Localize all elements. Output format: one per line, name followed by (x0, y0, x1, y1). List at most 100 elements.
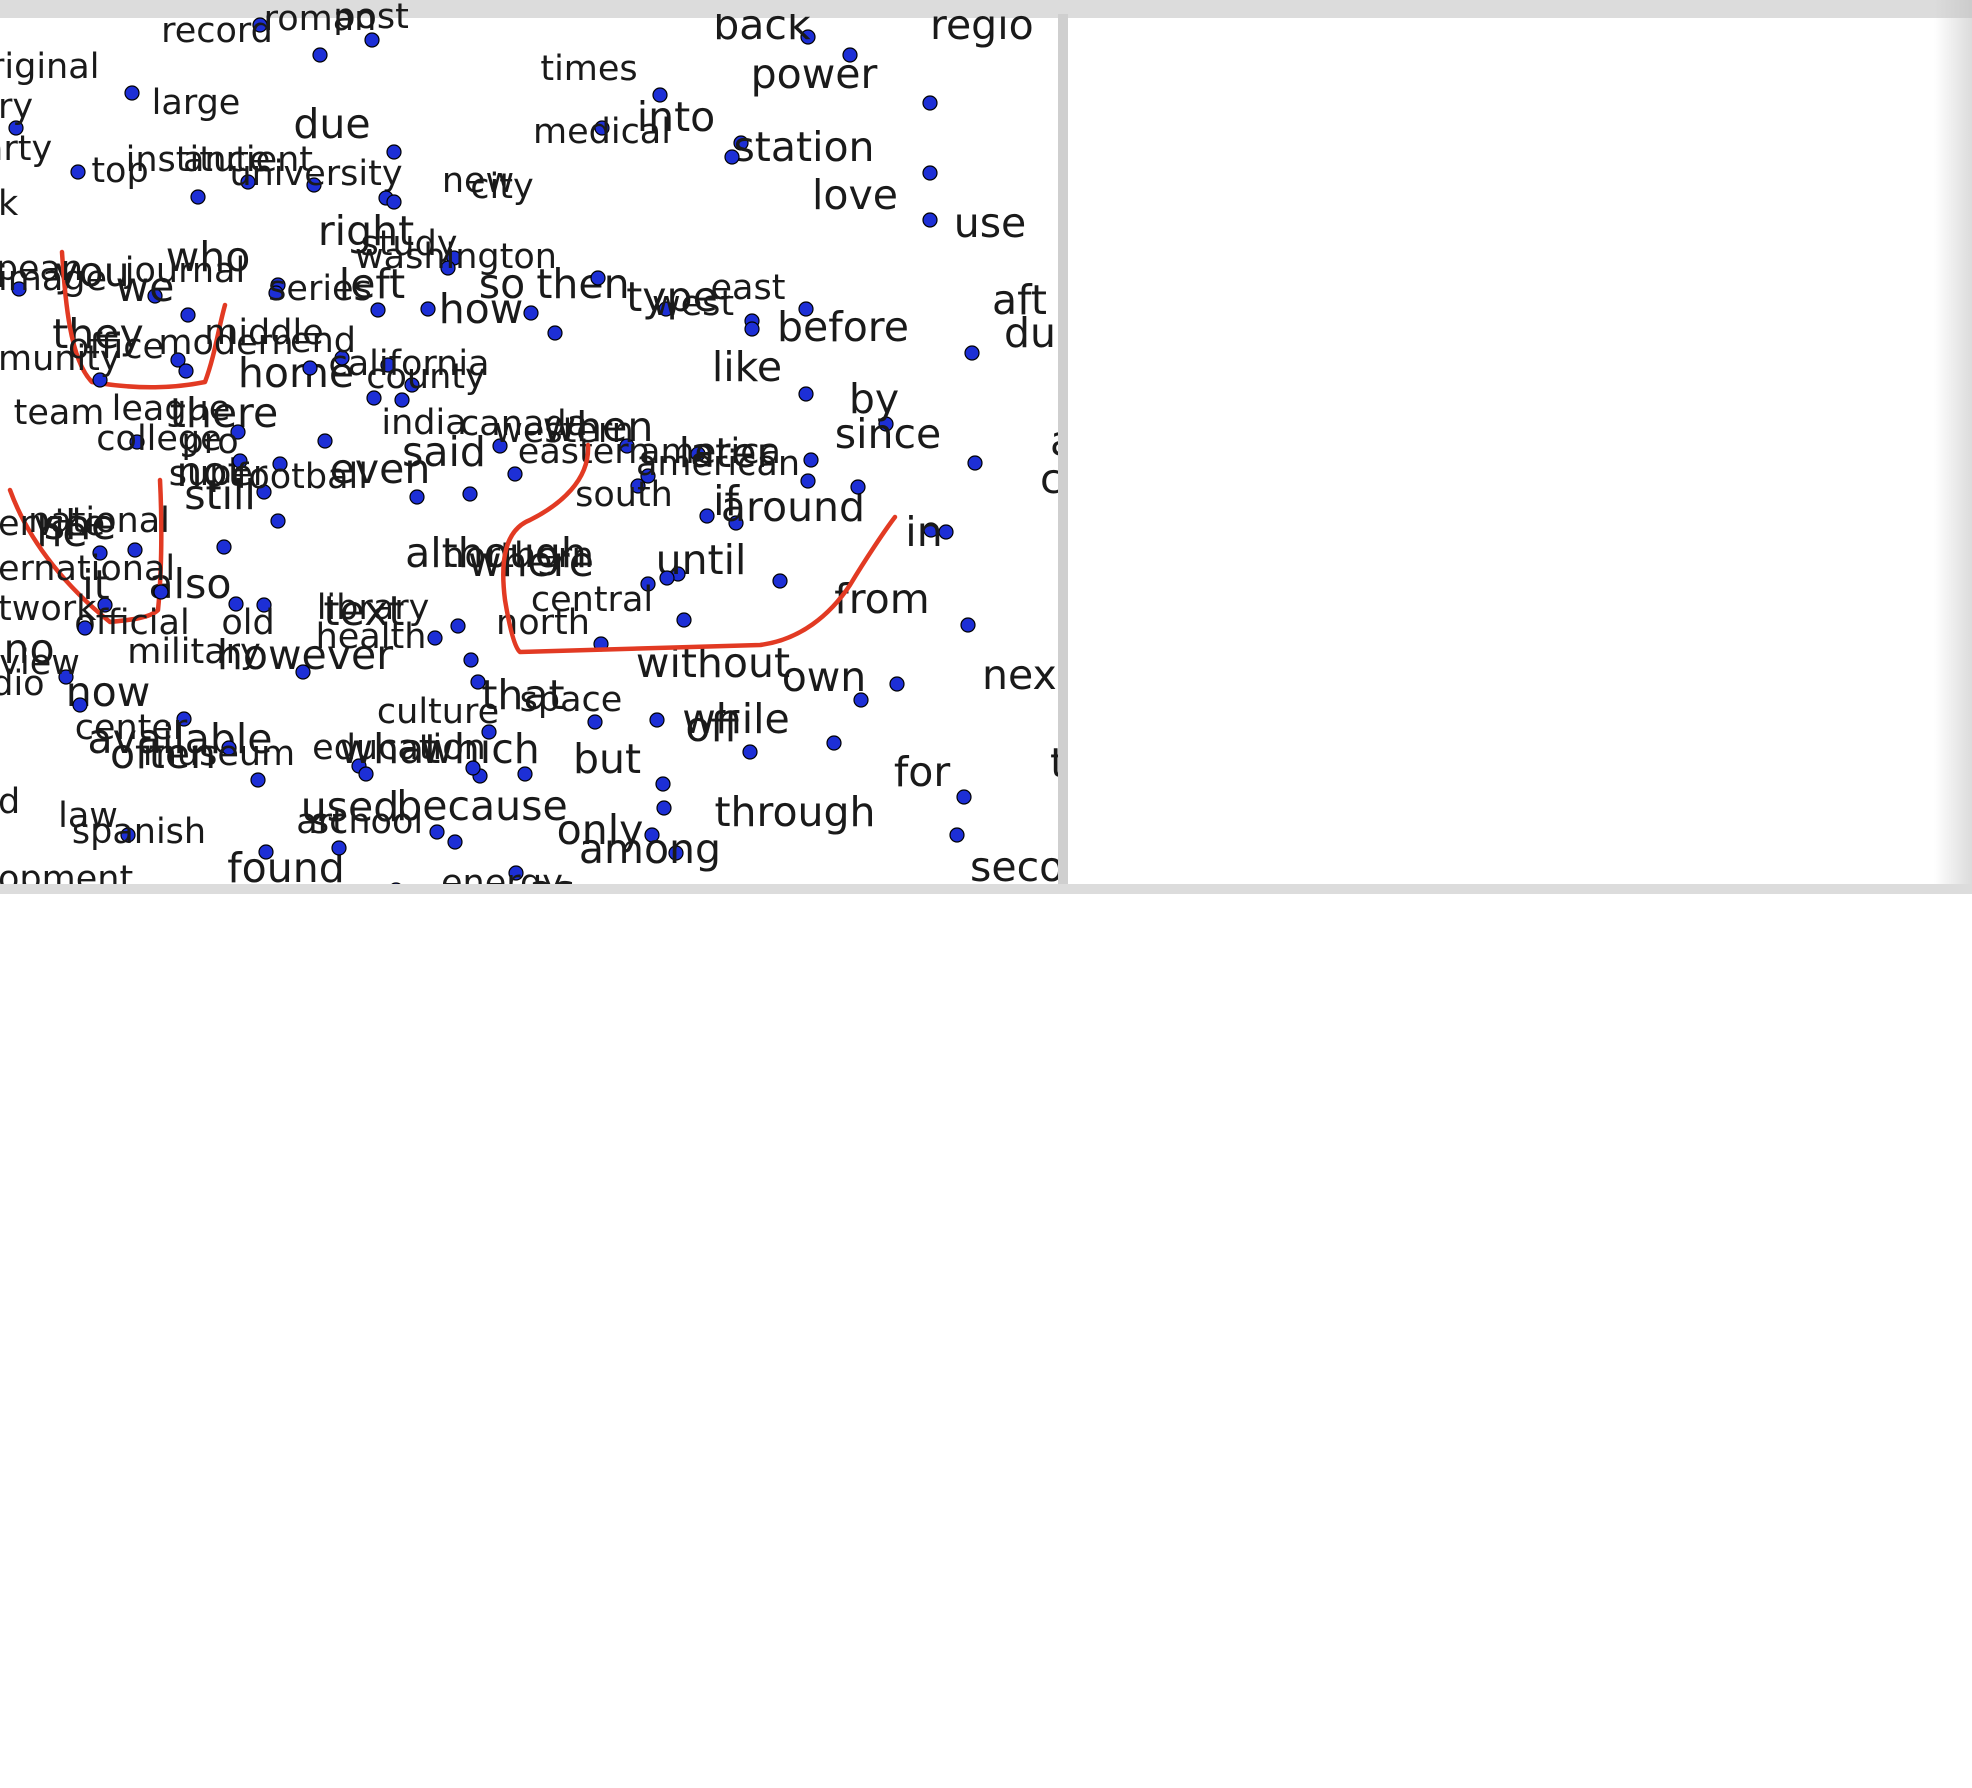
point-label-law: law (58, 796, 118, 836)
point-label-modern: modern (158, 323, 293, 363)
scatter-point-text (427, 630, 443, 646)
point-label-south: south (575, 475, 673, 515)
bottom-scrollbar[interactable] (0, 884, 1972, 894)
point-label-but: but (573, 735, 641, 783)
scatter-point-later (800, 473, 816, 489)
scatter-point-european (11, 281, 27, 297)
point-label-text: text (324, 587, 405, 635)
scatter-point-eastern (640, 468, 656, 484)
scatter-point-middle (334, 350, 350, 366)
scatter-point-america (803, 452, 819, 468)
scatter-point-also (256, 597, 272, 613)
point-label-in: in (905, 508, 942, 556)
scatter-point-like (798, 386, 814, 402)
scatter-point-so (523, 305, 539, 321)
scatter-point-left (420, 301, 436, 317)
point-label-new: new (442, 161, 514, 201)
scatter-point-no (58, 669, 74, 685)
point-label-post: post (333, 0, 409, 37)
scatter-point-not (256, 484, 272, 500)
point-label-available: available (87, 715, 272, 763)
pane-divider[interactable] (1058, 0, 1068, 894)
scatter-point-without (889, 676, 905, 692)
scatter-point-study (440, 260, 456, 276)
scatter-point-military (295, 664, 311, 680)
point-label-california: california (328, 344, 489, 384)
scatter-point-team (92, 372, 108, 388)
point-label-no: no (3, 625, 54, 673)
point-label-used: used (301, 783, 400, 831)
point-label-middle: middle (204, 313, 324, 353)
scatter-point-pro (232, 453, 248, 469)
scatter-point-east (798, 301, 814, 317)
point-label-because: because (396, 782, 568, 830)
scatter-point-you (147, 288, 163, 304)
point-label-power: power (751, 50, 878, 98)
scatter-point-if (728, 515, 744, 531)
scatter-point-football (409, 489, 425, 505)
scatter-point-review (77, 620, 93, 636)
scatter-point-in (938, 524, 954, 540)
point-label-own: own (782, 653, 867, 701)
point-label-medical: medical (533, 112, 671, 152)
top-scrollbar[interactable] (0, 0, 1972, 14)
point-label-health: health (316, 617, 427, 657)
point-label-ancient: ancient (183, 140, 313, 180)
point-label-often: often (110, 730, 216, 778)
scatter-point-how (547, 325, 563, 341)
point-label-museum: museum (143, 734, 295, 774)
scatter-point-back (800, 29, 816, 45)
scatter-point-party (8, 120, 24, 136)
scatter-point-into (733, 135, 749, 151)
point-label-national: national (28, 501, 170, 541)
scatter-point-india (492, 438, 508, 454)
point-label-station: station (733, 123, 874, 171)
point-label-spanish: spanish (72, 812, 206, 852)
scatter-point-said (507, 466, 523, 482)
scatter-point-through (949, 827, 965, 843)
point-label-radio: radio (0, 664, 45, 704)
scatter-point-still (270, 513, 286, 529)
scatter-point-western (630, 478, 646, 494)
point-label-culture: culture (377, 692, 499, 732)
scatter-point-by (878, 416, 894, 432)
scatter-point-end (380, 357, 396, 373)
point-label-although: although (405, 529, 587, 577)
point-label-team: team (14, 393, 105, 433)
point-label-among: among (579, 825, 721, 873)
clipped-label: du (1004, 309, 1056, 357)
scatter-point-even (462, 486, 478, 502)
scatter-point-journal (268, 285, 284, 301)
point-label-top: top (91, 151, 148, 191)
clipped-label: image (0, 259, 107, 299)
point-label-official: official (74, 603, 189, 643)
scatter-point-american (850, 479, 866, 495)
clipped-label: nex (982, 651, 1057, 699)
point-label-football: football (236, 457, 368, 497)
point-label-how: how (439, 285, 524, 333)
point-label-what: what (340, 725, 441, 773)
point-label-he: he (36, 508, 87, 556)
scatter-point-central (676, 612, 692, 628)
point-label-west: west (652, 284, 734, 324)
scatter-point-ancient (240, 174, 256, 190)
scatter-point-but (655, 776, 671, 792)
scatter-point-post (364, 32, 380, 48)
scatter-point-league (230, 424, 246, 440)
scatter-point-west (744, 321, 760, 337)
scatter-point-used (429, 824, 445, 840)
point-label-university: university (229, 154, 402, 194)
point-label-review: review (0, 643, 80, 683)
point-label-east: east (711, 268, 786, 308)
point-label-library: library (317, 588, 430, 628)
clipped-label: aft (992, 276, 1047, 324)
scatter-point-health (463, 652, 479, 668)
scatter-point-before (964, 345, 980, 361)
point-label-office: office (68, 327, 164, 367)
point-label-canada: canada (460, 404, 588, 444)
point-label-study: study (360, 224, 457, 264)
scatter-point-while (826, 735, 842, 751)
point-label-institute: institute (126, 140, 271, 180)
point-label-where: where (468, 538, 594, 586)
point-label-while: while (682, 695, 790, 743)
